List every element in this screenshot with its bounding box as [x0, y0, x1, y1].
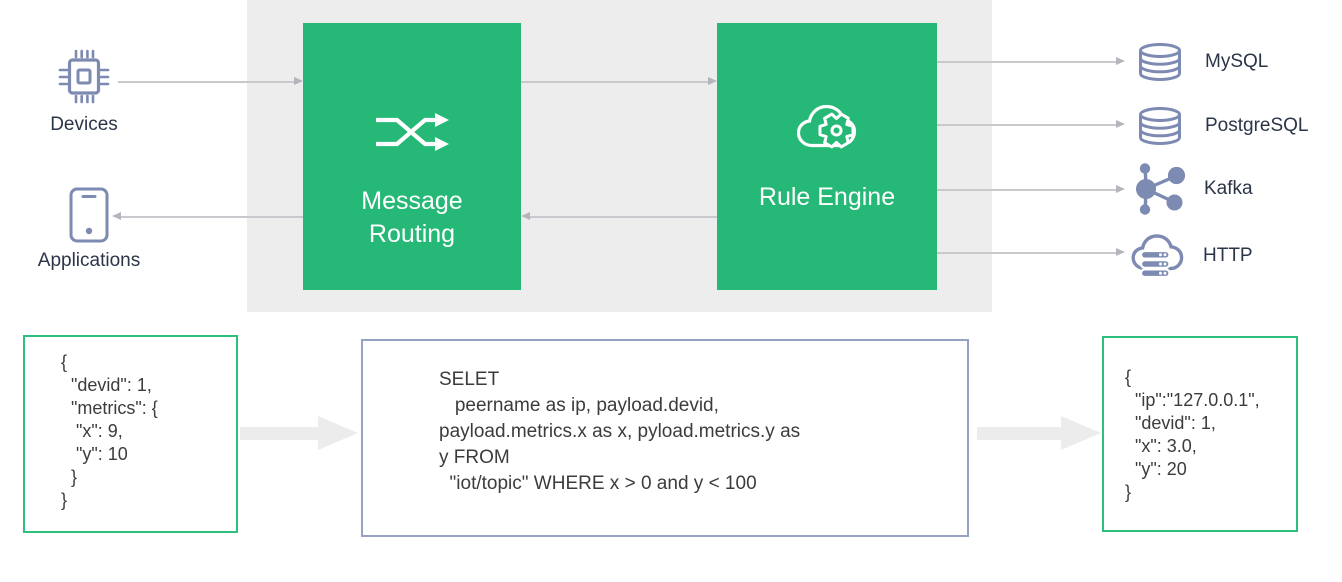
arrow-line: [118, 81, 294, 83]
arrow-body: [240, 427, 318, 440]
arrow-head: [1116, 57, 1125, 65]
arrow-line: [937, 189, 1116, 191]
kafka-node: Kafka: [1132, 161, 1253, 217]
applications-label: Applications: [37, 250, 141, 271]
rule-sql-box: SELET peername as ip, payload.devid, pay…: [361, 339, 969, 537]
arrow-head: [521, 212, 530, 220]
postgresql-node: PostgreSQL: [1137, 106, 1309, 146]
devices-label: Devices: [50, 114, 118, 135]
devices-node: Devices: [24, 46, 144, 136]
input-payload-box: { "devid": 1, "metrics": { "x": 9, "y": …: [23, 335, 238, 533]
arrow-head: [112, 212, 121, 220]
arrow-line: [530, 216, 717, 218]
message-routing-label: Message Routing: [361, 187, 463, 248]
mysql-label: MySQL: [1205, 51, 1269, 72]
rule-engine-box: Rule Engine: [717, 23, 937, 290]
applications-node: Applications: [14, 186, 164, 272]
arrow-head: [1116, 185, 1125, 193]
arrow-line: [937, 61, 1116, 63]
arrow-body: [977, 427, 1061, 440]
http-node: HTTP: [1129, 227, 1253, 285]
output-payload-box: { "ip":"127.0.0.1", "devid": 1, "x": 3.0…: [1102, 336, 1298, 532]
arrow-head: [294, 77, 303, 85]
mysql-node: MySQL: [1137, 42, 1268, 82]
http-label: HTTP: [1203, 245, 1253, 266]
arrow-head: [1116, 120, 1125, 128]
kafka-nodes-icon: [1136, 163, 1186, 215]
arrow-line: [937, 252, 1116, 254]
phone-icon: [69, 187, 109, 243]
database-icon: [1139, 43, 1181, 81]
output-payload-json: { "ip":"127.0.0.1", "devid": 1, "x": 3.0…: [1125, 367, 1260, 502]
arrow-line: [937, 124, 1116, 126]
arrow-head: [1061, 416, 1101, 450]
arrow-head: [1116, 248, 1125, 256]
arrow-line: [521, 81, 708, 83]
chip-icon: [58, 49, 110, 104]
arrow-head: [318, 416, 358, 450]
cloud-gear-icon: [796, 104, 857, 149]
arrow-line: [121, 216, 303, 218]
message-routing-box: Message Routing: [303, 23, 521, 290]
rule-engine-label: Rule Engine: [758, 183, 896, 211]
postgresql-label: PostgreSQL: [1205, 115, 1309, 136]
database-icon: [1139, 107, 1181, 145]
input-payload-json: { "devid": 1, "metrics": { "x": 9, "y": …: [61, 352, 158, 510]
arrow-head: [708, 77, 717, 85]
cloud-server-icon: [1131, 234, 1184, 279]
shuffle-icon: [376, 113, 449, 151]
kafka-label: Kafka: [1204, 178, 1253, 199]
rule-sql-text: SELET peername as ip, payload.devid, pay…: [439, 369, 801, 494]
